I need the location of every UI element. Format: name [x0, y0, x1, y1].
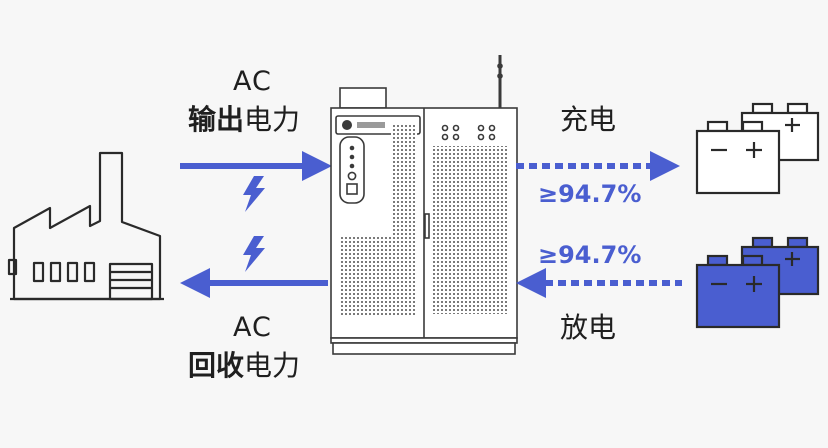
charge-efficiency: ≥94.7% [538, 180, 642, 208]
output-rest-text: 电力 [244, 103, 301, 136]
ac-output-label: AC [233, 66, 272, 97]
discharge-efficiency: ≥94.7% [538, 241, 642, 269]
charge-arrow [516, 151, 680, 181]
recycle-power-label: 回收电力 [188, 350, 300, 382]
battery-icon [695, 254, 781, 329]
cabinet-icon [330, 55, 518, 355]
lightning-icon [243, 176, 265, 212]
factory-icon [7, 151, 164, 301]
recycle-arrow [180, 268, 328, 298]
ac-recycle-label: AC [233, 312, 272, 343]
lightning-icon [243, 236, 265, 272]
discharge-label: 放电 [560, 311, 617, 344]
recycle-strong-text: 回收 [188, 349, 245, 382]
discharge-arrow [516, 268, 682, 298]
battery-icon [695, 120, 781, 195]
output-arrow [180, 151, 332, 181]
output-power-label: 输出电力 [188, 104, 300, 136]
recycle-rest-text: 电力 [244, 349, 301, 382]
charge-label: 充电 [560, 103, 617, 136]
output-strong-text: 输出 [188, 103, 245, 136]
